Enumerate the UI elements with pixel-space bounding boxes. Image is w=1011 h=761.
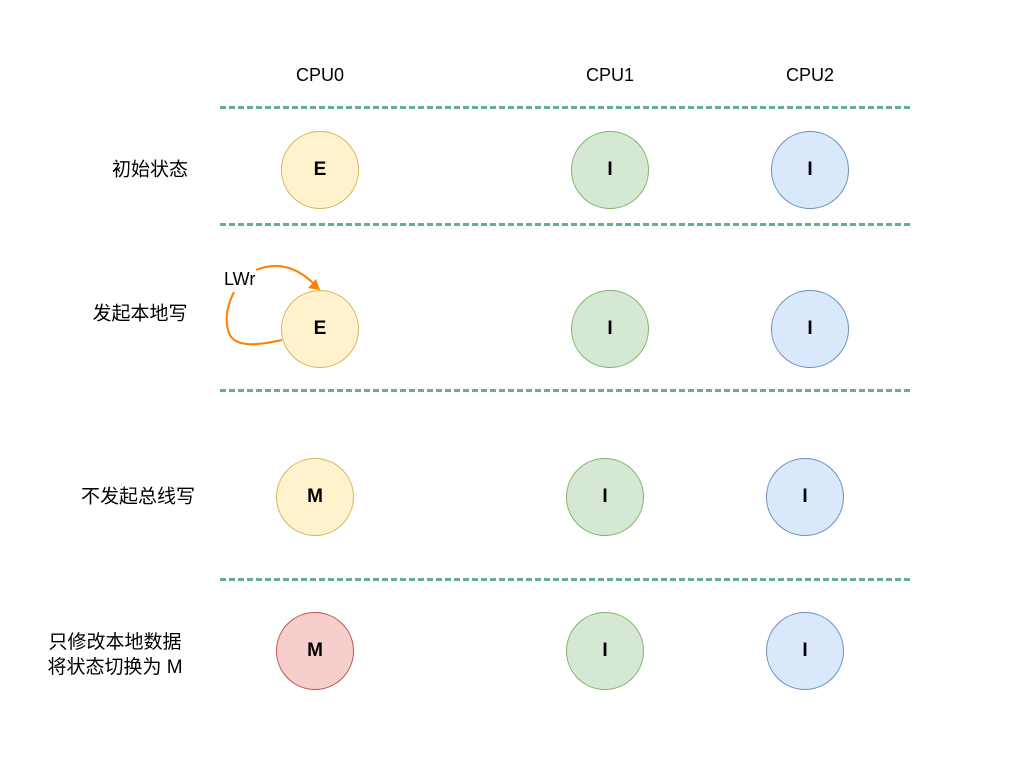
row-divider xyxy=(220,578,910,581)
cpu1-state-node: I xyxy=(571,131,649,209)
row-divider xyxy=(220,389,910,392)
column-header-cpu0: CPU0 xyxy=(295,65,345,85)
row-label-modify-local: 只修改本地数据 将状态切换为 M xyxy=(47,630,182,680)
lwr-edge-label: LWr xyxy=(224,269,256,289)
row-divider xyxy=(220,106,910,109)
row-label-line: 只修改本地数据 xyxy=(48,632,182,653)
cpu1-state-node: I xyxy=(566,612,644,690)
column-header-cpu1: CPU1 xyxy=(585,65,635,85)
cpu0-state-node: M xyxy=(276,612,354,690)
cpu0-state-node: M xyxy=(276,458,354,536)
cpu2-state-node: I xyxy=(766,612,844,690)
row-label-local-write: 发起本地写 xyxy=(92,303,188,325)
row-label-initial-state: 初始状态 xyxy=(111,159,189,181)
column-header-cpu2: CPU2 xyxy=(785,65,835,85)
cpu1-state-node: I xyxy=(566,458,644,536)
cpu2-state-node: I xyxy=(771,290,849,368)
cpu0-state-node: E xyxy=(281,290,359,368)
cpu2-state-node: I xyxy=(766,458,844,536)
row-divider xyxy=(220,223,910,226)
row-label-line: 将状态切换为 M xyxy=(47,657,183,678)
cpu0-state-node: E xyxy=(281,131,359,209)
cpu1-state-node: I xyxy=(571,290,649,368)
cpu2-state-node: I xyxy=(771,131,849,209)
arrow-head-icon xyxy=(308,279,320,290)
row-label-no-bus-write: 不发起总线写 xyxy=(80,486,196,508)
